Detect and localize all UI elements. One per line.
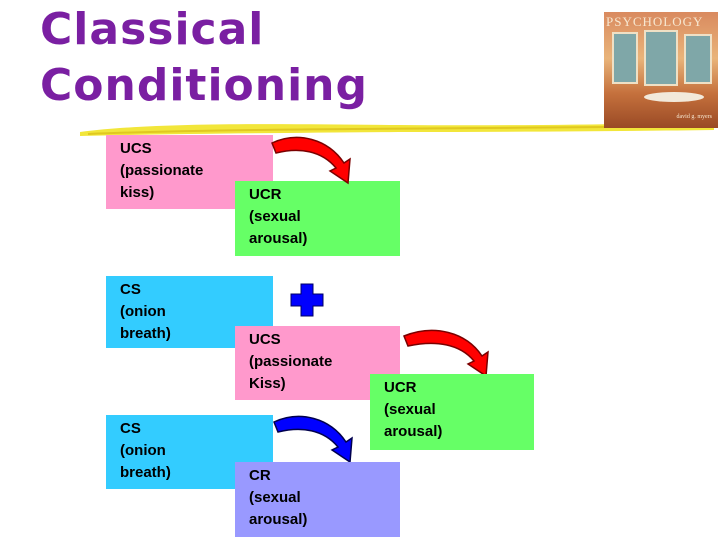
- title-line-2: Conditioning: [40, 60, 368, 111]
- cover-window-left: [612, 32, 638, 84]
- ucr-box-1: UCR (sexual arousal): [235, 181, 400, 256]
- cover-title: PSYCHOLOGY: [606, 14, 704, 29]
- psychology-book-cover: PSYCHOLOGY david g. myers: [604, 12, 718, 128]
- cs-box-2-label: CS (onion breath): [120, 420, 171, 481]
- cr-box: CR (sexual arousal): [235, 462, 400, 537]
- ucs-box-1-label: UCS (passionate kiss): [120, 140, 204, 201]
- ucr-box-2: UCR (sexual arousal): [370, 374, 534, 450]
- cover-window-right: [684, 34, 712, 84]
- cover-window-center: [644, 30, 678, 86]
- ucs-box-2-label: UCS (passionate Kiss): [249, 331, 333, 392]
- plus-icon: [290, 283, 324, 317]
- title-line-1: Classical: [40, 4, 265, 55]
- cover-author: david g. myers: [676, 114, 713, 120]
- slide-title: Classical Conditioning: [40, 2, 368, 114]
- cr-box-label: CR (sexual arousal): [249, 467, 308, 528]
- red-arrow-icon-1: [271, 136, 351, 185]
- ucr-box-1-label: UCR (sexual arousal): [249, 186, 308, 247]
- ucr-box-2-label: UCR (sexual arousal): [384, 379, 443, 440]
- cs-box-1-label: CS (onion breath): [120, 281, 171, 342]
- cover-table: [644, 92, 704, 102]
